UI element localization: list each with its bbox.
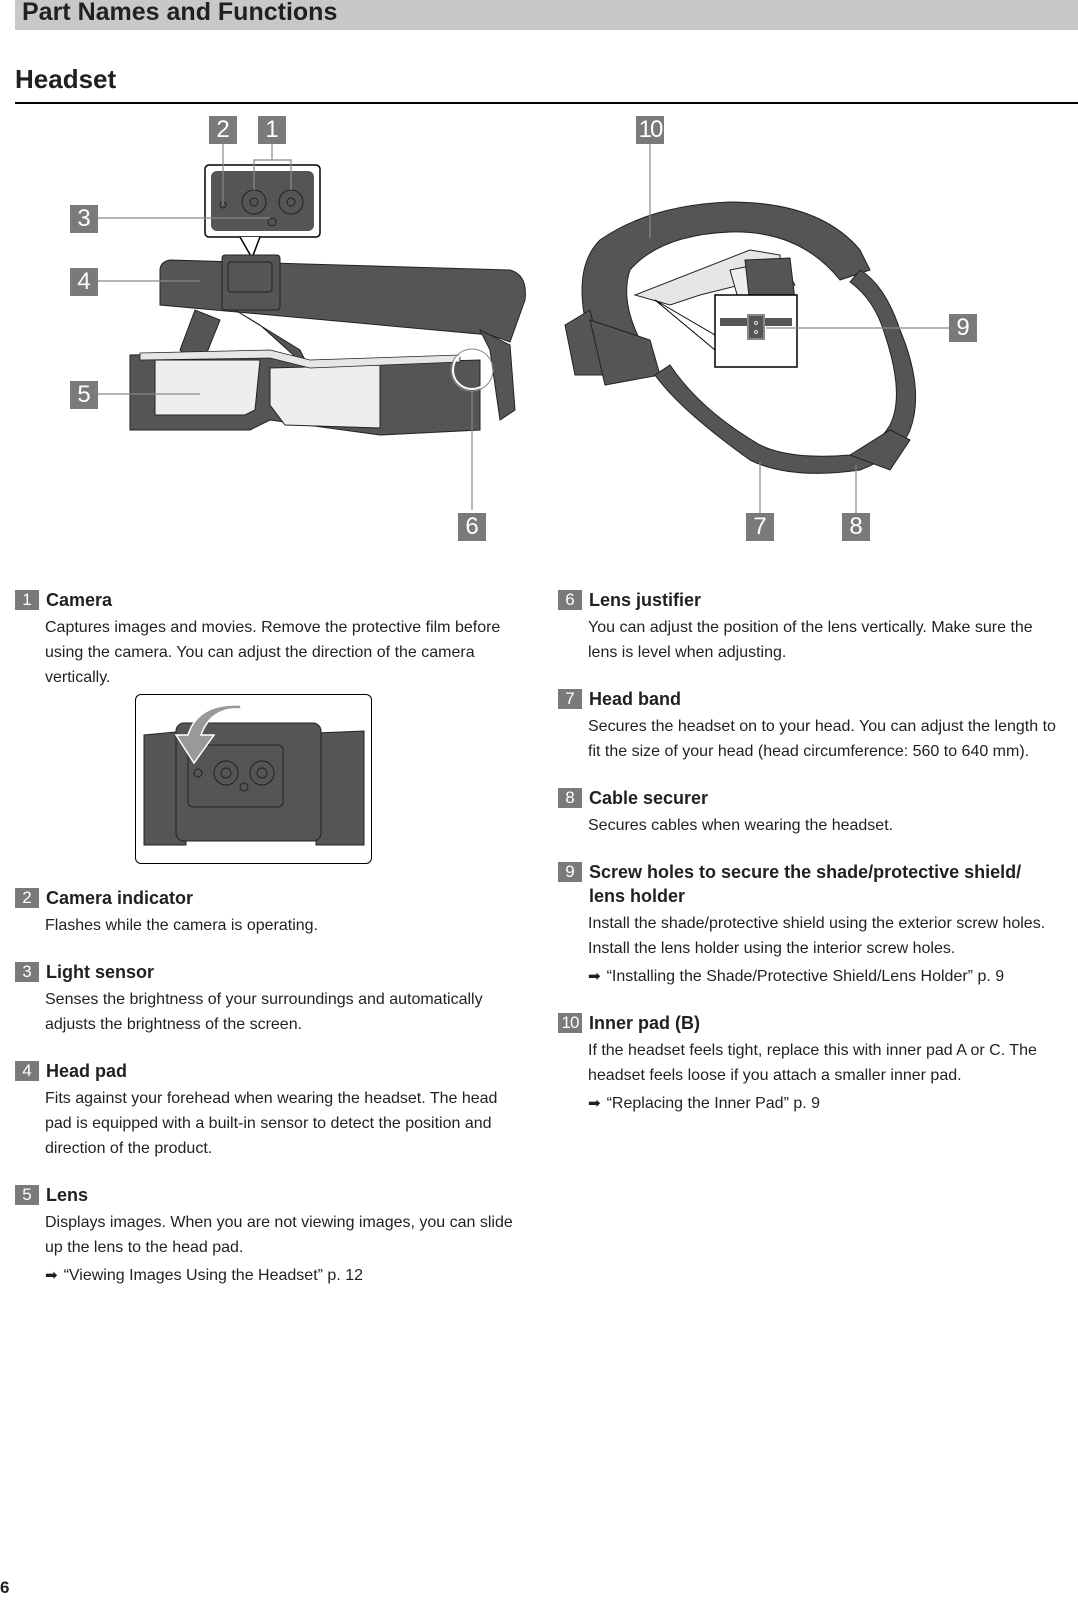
parts-list-right: 6 Lens justifier You can adjust the posit…: [558, 588, 1063, 1138]
heading-divider: [15, 102, 1078, 104]
part-number-badge: 6: [558, 590, 582, 610]
part-item-head-band: 7 Head band Secures the headset on to you…: [558, 687, 1063, 764]
camera-tilt-figure: [135, 694, 372, 864]
callout-10: 10: [636, 116, 664, 144]
headset-front-view-figure: 2 1 3 4 5 6: [60, 110, 540, 550]
part-item-cable-securer: 8 Cable securer Secures cables when weari…: [558, 786, 1063, 838]
headset-rear-illustration: [564, 140, 950, 513]
arrow-right-icon: ➡: [588, 968, 601, 985]
callout-3: 3: [70, 205, 98, 233]
part-description: Install the shade/protective shield usin…: [588, 915, 1046, 957]
parts-list-left: 1 Camera Captures images and movies. Remo…: [15, 588, 525, 1310]
page-title: Headset: [15, 64, 117, 94]
camera-tilt-illustration: [143, 704, 365, 846]
part-item-camera-indicator: 2 Camera indicator Flashes while the came…: [15, 886, 525, 938]
cross-reference-link[interactable]: ➡ “Replacing the Inner Pad” p. 9: [588, 1091, 1063, 1116]
part-description: Flashes while the camera is operating.: [45, 917, 319, 934]
part-name: Camera: [46, 590, 113, 610]
part-description: Senses the brightness of your surroundin…: [45, 991, 483, 1033]
cross-reference-link[interactable]: ➡ “Viewing Images Using the Headset” p. 1…: [45, 1263, 525, 1288]
section-title: Part Names and Functions: [22, 0, 338, 26]
callout-4: 4: [70, 268, 98, 296]
callout-2: 2: [209, 116, 237, 144]
callout-7: 7: [746, 513, 774, 541]
part-name: Inner pad (B): [589, 1013, 700, 1033]
part-description: Captures images and movies. Remove the p…: [45, 619, 501, 686]
callout-1: 1: [258, 116, 286, 144]
part-description: Secures cables when wearing the headset.: [588, 817, 894, 834]
part-name: Lens: [46, 1185, 89, 1205]
part-name: Camera indicator: [46, 888, 194, 908]
part-number-badge: 1: [15, 590, 39, 610]
part-name: Head band: [589, 689, 682, 709]
part-number-badge: 4: [15, 1061, 39, 1081]
section-title-bar: Part Names and Functions: [15, 0, 1078, 30]
part-description: Secures the headset on to your head. You…: [588, 718, 1056, 760]
part-item-lens-justifier: 6 Lens justifier You can adjust the posit…: [558, 588, 1063, 665]
part-name: Light sensor: [46, 962, 155, 982]
headset-rear-view-figure: 10 9 7 8: [560, 110, 1020, 550]
part-number-badge: 8: [558, 788, 582, 808]
part-number-badge: 10: [558, 1013, 582, 1033]
part-name: Cable securer: [589, 788, 709, 808]
part-name: Lens justifier: [589, 590, 702, 610]
part-number-badge: 3: [15, 962, 39, 982]
part-item-light-sensor: 3 Light sensor Senses the brightness of y…: [15, 960, 525, 1037]
part-name: Head pad: [46, 1061, 128, 1081]
part-number-badge: 2: [15, 888, 39, 908]
arrow-right-icon: ➡: [588, 1095, 601, 1112]
part-description: Displays images. When you are not viewin…: [45, 1214, 513, 1256]
part-description: You can adjust the position of the lens …: [588, 619, 1033, 661]
part-description: Fits against your forehead when wearing …: [45, 1090, 498, 1157]
part-number-badge: 7: [558, 689, 582, 709]
part-item-lens: 5 Lens Displays images. When you are not …: [15, 1183, 525, 1288]
page-number: 6: [0, 1578, 10, 1597]
part-description: If the headset feels tight, replace this…: [588, 1042, 1037, 1084]
link-text[interactable]: “Replacing the Inner Pad” p. 9: [606, 1095, 821, 1112]
callout-6: 6: [458, 513, 486, 541]
part-number-badge: 9: [558, 862, 582, 882]
link-text[interactable]: “Viewing Images Using the Headset” p. 12: [63, 1267, 363, 1284]
part-item-screw-holes: 9 Screw holes to secure the shade/protect…: [558, 860, 1063, 989]
part-item-camera: 1 Camera Captures images and movies. Remo…: [15, 588, 525, 864]
part-item-head-pad: 4 Head pad Fits against your forehead whe…: [15, 1059, 525, 1161]
part-name: Screw holes to secure the shade/protecti…: [589, 862, 1022, 906]
callout-5: 5: [70, 381, 98, 409]
headset-front-illustration: [98, 140, 526, 510]
callout-9: 9: [949, 314, 977, 342]
part-number-badge: 5: [15, 1185, 39, 1205]
link-text[interactable]: “Installing the Shade/Protective Shield/…: [606, 968, 1005, 985]
part-item-inner-pad: 10 Inner pad (B) If the headset feels tig…: [558, 1011, 1063, 1116]
arrow-right-icon: ➡: [45, 1267, 58, 1284]
cross-reference-link[interactable]: ➡ “Installing the Shade/Protective Shield…: [588, 964, 1063, 989]
callout-8: 8: [842, 513, 870, 541]
